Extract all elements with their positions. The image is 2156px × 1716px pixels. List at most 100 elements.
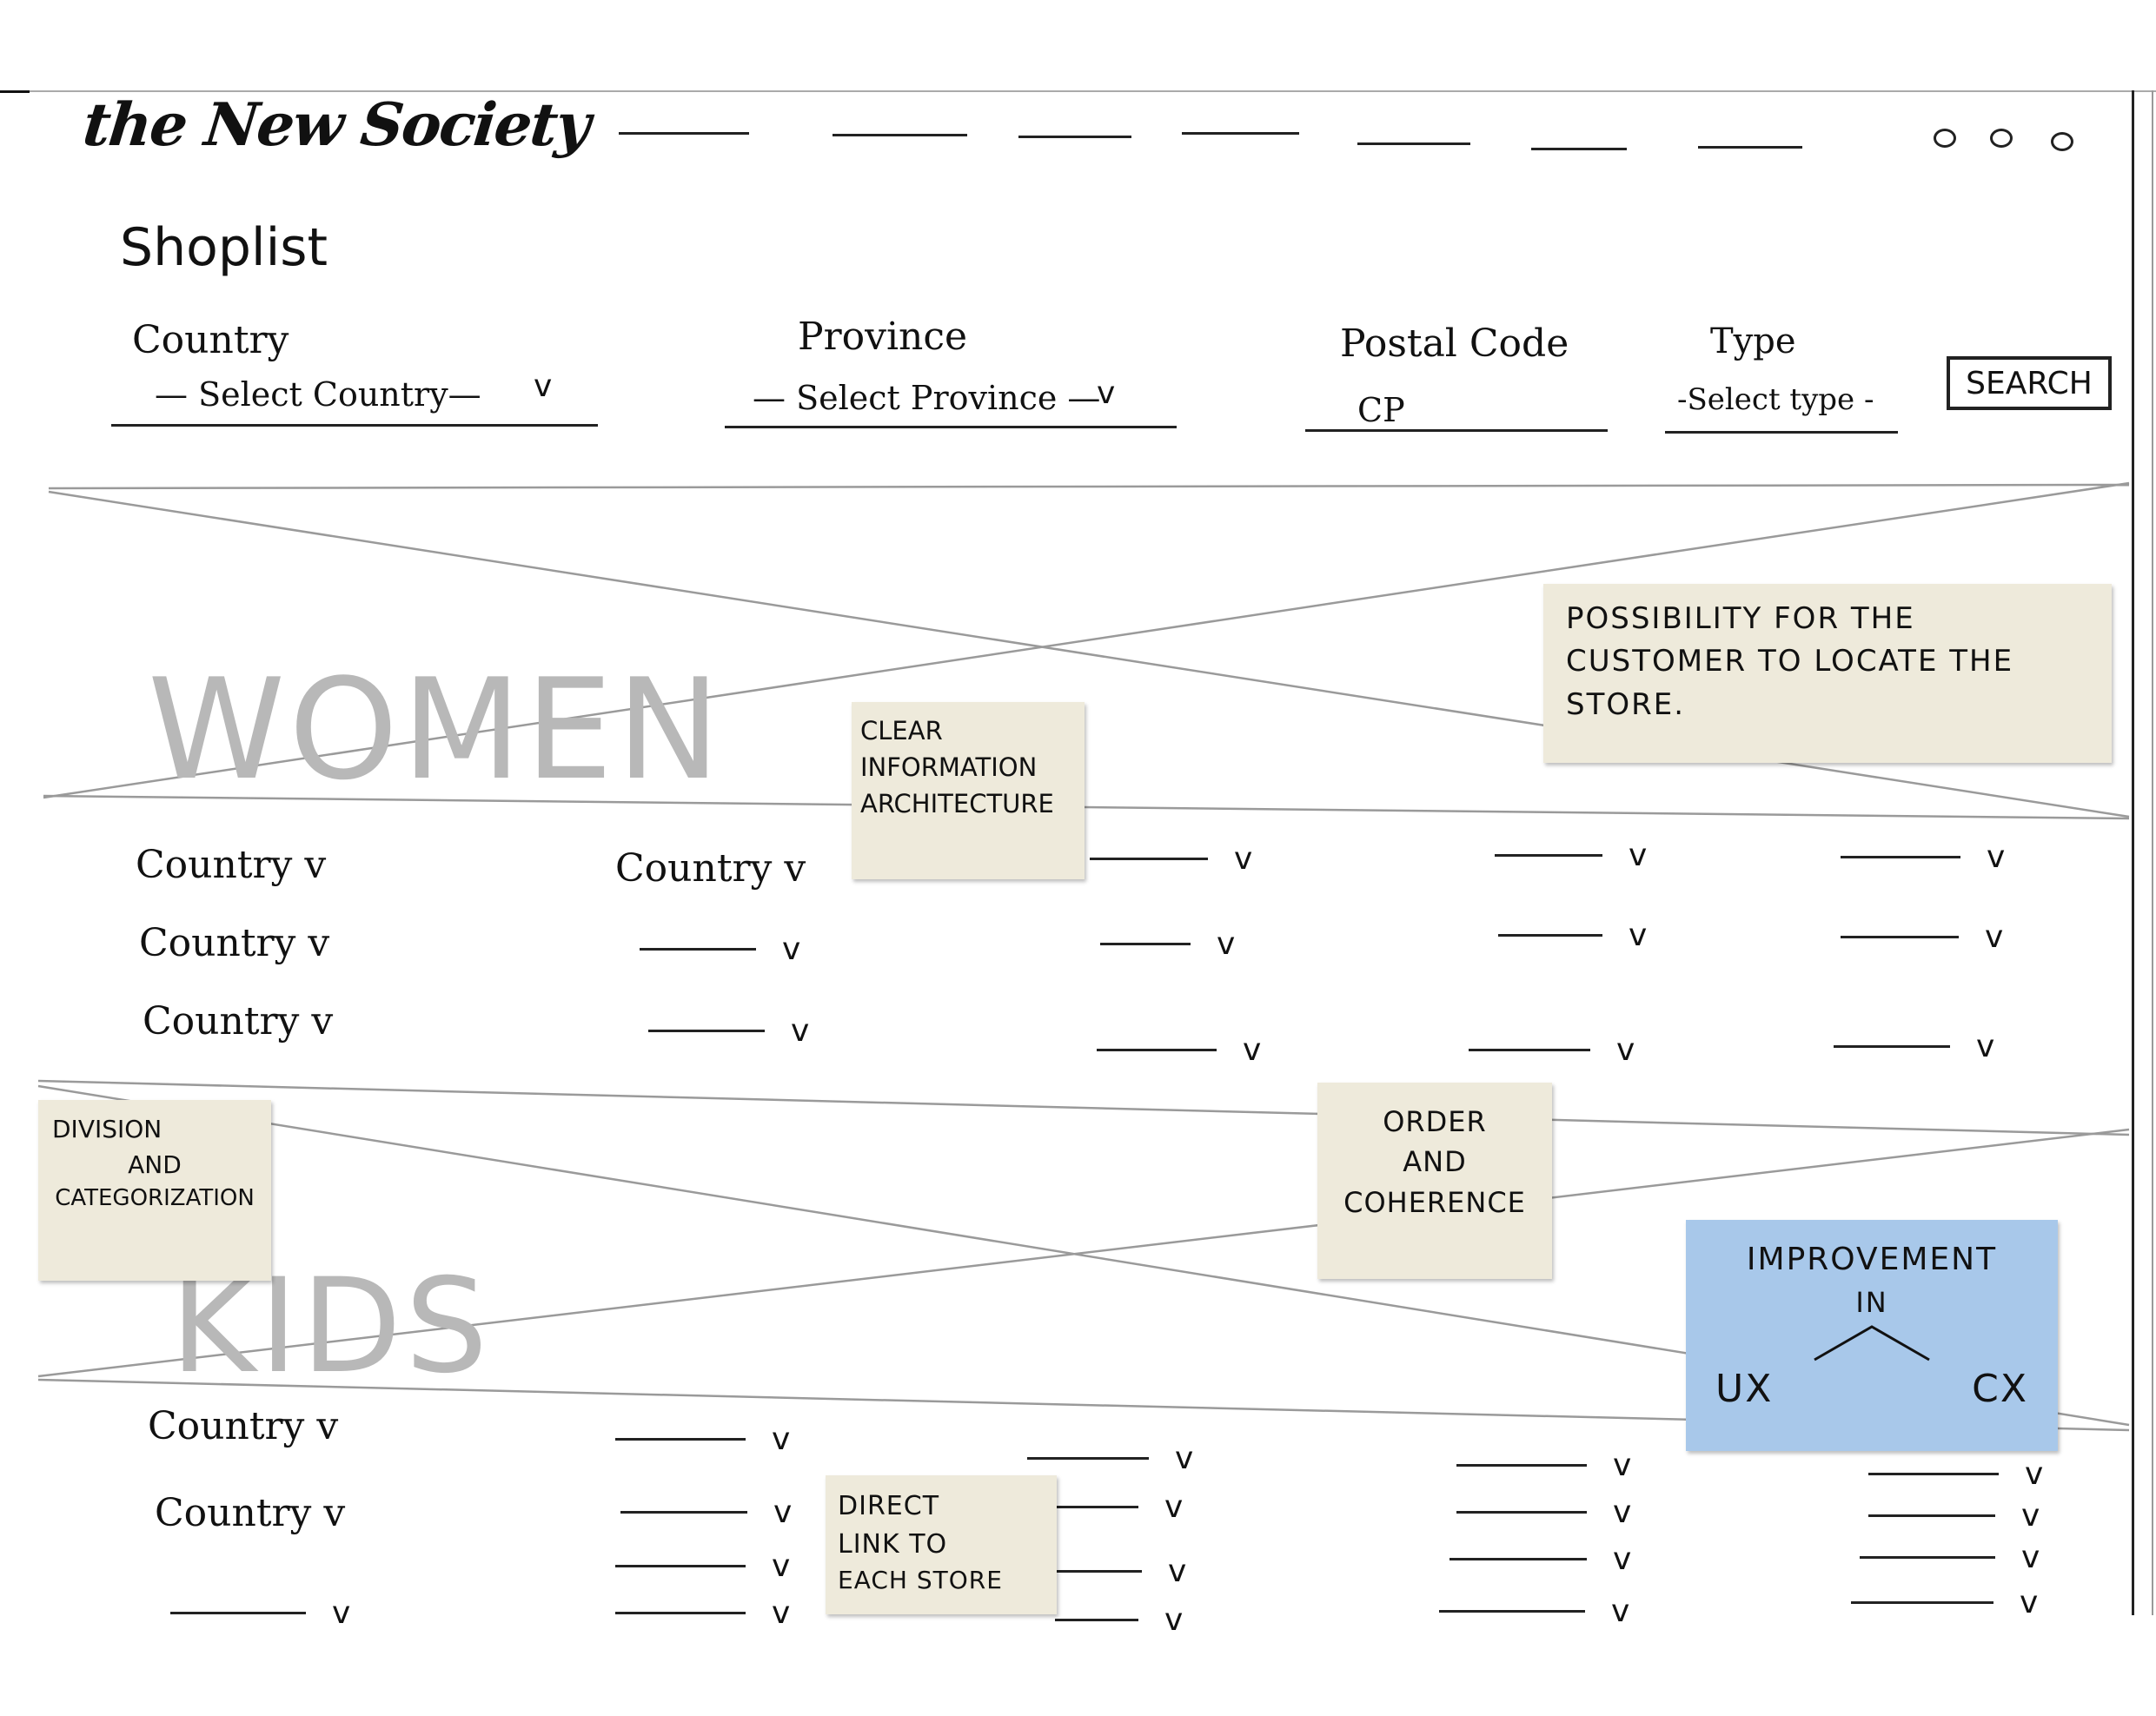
tree-branch-icon — [1814, 1324, 1930, 1361]
search-button[interactable]: SEARCH — [1947, 356, 2112, 410]
women-list-item[interactable]: v — [1834, 1029, 1994, 1064]
chevron-down-icon[interactable]: v — [772, 1595, 791, 1631]
chevron-down-icon[interactable]: v — [1613, 1448, 1632, 1483]
kids-list-item[interactable]: v — [615, 1548, 790, 1584]
women-banner-top-edge — [48, 483, 2130, 490]
note-division-categorization: DIVISION AND CATEGORIZATION — [38, 1100, 271, 1281]
women-link-4[interactable]: Country — [615, 846, 773, 891]
header-dot-icon-3[interactable] — [2051, 132, 2073, 151]
kids-list-item[interactable]: v — [615, 1595, 790, 1631]
country-select-value[interactable]: — Select Country— — [155, 375, 481, 414]
kids-list-item[interactable]: v — [620, 1494, 792, 1530]
chevron-down-icon[interactable]: v — [1629, 918, 1648, 953]
kids-list-item[interactable]: v — [1055, 1489, 1183, 1525]
women-link-3[interactable]: Country — [143, 999, 300, 1044]
kids-list-item[interactable]: v — [1860, 1540, 2040, 1575]
chevron-down-icon[interactable]: v — [1629, 838, 1648, 873]
province-chevron-down-icon[interactable]: v — [1097, 375, 1116, 411]
chevron-down-icon[interactable]: v — [1243, 1032, 1262, 1068]
type-select-underline[interactable] — [1665, 431, 1898, 434]
kids-link-2[interactable]: Country — [155, 1491, 312, 1535]
kids-list-item[interactable]: v — [1055, 1602, 1183, 1638]
nav-item-2[interactable] — [833, 134, 967, 136]
kids-list-item[interactable]: v — [1449, 1541, 1631, 1577]
women-list-item[interactable]: v — [1100, 926, 1235, 962]
chevron-down-icon[interactable]: v — [1987, 839, 2006, 875]
chevron-down-icon[interactable]: v — [1164, 1489, 1184, 1525]
chevron-down-icon[interactable]: v — [1175, 1441, 1194, 1476]
postal-code-underline[interactable] — [1305, 429, 1608, 432]
note-direct-line-1: DIRECT — [838, 1491, 940, 1521]
chevron-down-icon[interactable]: v — [773, 1494, 793, 1530]
chevron-down-icon[interactable]: v — [784, 846, 806, 891]
women-list-item[interactable]: v — [648, 1013, 809, 1049]
type-select-value[interactable]: -Select type - — [1677, 382, 1874, 417]
note-ux-label: UX — [1715, 1366, 1774, 1411]
chevron-down-icon[interactable]: v — [1168, 1554, 1187, 1589]
kids-list-item[interactable]: v — [615, 1421, 790, 1457]
chevron-down-icon[interactable]: v — [782, 931, 801, 967]
women-link-1[interactable]: Country — [136, 843, 293, 887]
province-select-value[interactable]: — Select Province — — [753, 379, 1101, 417]
page-title: Shoplist — [120, 217, 328, 278]
kids-list-item[interactable]: v — [1456, 1448, 1631, 1483]
kids-list-item[interactable]: v — [170, 1595, 350, 1631]
chevron-down-icon[interactable]: v — [311, 999, 334, 1044]
women-list-item[interactable]: v — [1097, 1032, 1261, 1068]
chevron-down-icon[interactable]: v — [1164, 1602, 1184, 1638]
note-locate-store-text: POSSIBILITY FOR THE CUSTOMER TO LOCATE T… — [1566, 601, 2014, 722]
chevron-down-icon[interactable]: v — [772, 1421, 791, 1457]
nav-item-3[interactable] — [1018, 136, 1131, 138]
sheet-top-edge — [0, 90, 2156, 92]
chevron-down-icon[interactable]: v — [323, 1491, 346, 1535]
header-dot-icon-2[interactable] — [1990, 129, 2013, 148]
kids-list-item[interactable]: v — [1027, 1441, 1193, 1476]
chevron-down-icon[interactable]: v — [1217, 926, 1236, 962]
nav-item-6[interactable] — [1531, 148, 1627, 150]
province-select-underline[interactable] — [725, 426, 1177, 428]
kids-list-item[interactable]: v — [1851, 1585, 2038, 1620]
kids-list-item[interactable]: v — [1439, 1593, 1629, 1629]
nav-item-4[interactable] — [1182, 132, 1299, 135]
women-banner-diagonal-2 — [43, 481, 2130, 799]
women-list-item[interactable]: v — [1841, 839, 2005, 875]
chevron-down-icon[interactable]: v — [772, 1548, 791, 1584]
women-category-heading[interactable]: WOMEN — [148, 648, 724, 811]
kids-list-item[interactable]: v — [1055, 1554, 1186, 1589]
chevron-down-icon[interactable]: v — [332, 1595, 351, 1631]
chevron-down-icon[interactable]: v — [2021, 1540, 2040, 1575]
chevron-down-icon[interactable]: v — [1976, 1029, 1995, 1064]
header-dot-icon-1[interactable] — [1934, 129, 1956, 148]
chevron-down-icon[interactable]: v — [316, 1404, 339, 1448]
country-chevron-down-icon[interactable]: v — [534, 368, 553, 404]
women-list-item[interactable]: v — [640, 931, 800, 967]
kids-list-item[interactable]: v — [1868, 1456, 2043, 1492]
chevron-down-icon[interactable]: v — [2021, 1498, 2040, 1534]
women-list-item[interactable]: v — [1495, 838, 1647, 873]
chevron-down-icon[interactable]: v — [2020, 1585, 2039, 1620]
women-link-2[interactable]: Country — [139, 921, 296, 965]
women-list-item[interactable]: v — [1090, 841, 1252, 877]
chevron-down-icon[interactable]: v — [1616, 1032, 1635, 1068]
postal-code-input[interactable]: CP — [1357, 391, 1405, 429]
chevron-down-icon[interactable]: v — [2025, 1456, 2044, 1492]
chevron-down-icon[interactable]: v — [304, 843, 327, 887]
chevron-down-icon[interactable]: v — [1611, 1593, 1630, 1629]
chevron-down-icon[interactable]: v — [1613, 1541, 1632, 1577]
women-list-item[interactable]: v — [1498, 918, 1647, 953]
nav-item-5[interactable] — [1357, 142, 1470, 145]
nav-item-7[interactable] — [1698, 146, 1802, 149]
chevron-down-icon[interactable]: v — [1985, 919, 2004, 955]
country-select-underline[interactable] — [111, 424, 598, 427]
note-order-line-1: ORDER — [1383, 1105, 1487, 1138]
chevron-down-icon[interactable]: v — [1613, 1494, 1632, 1530]
chevron-down-icon[interactable]: v — [308, 921, 330, 965]
kids-list-item[interactable]: v — [1868, 1498, 2040, 1534]
women-list-item[interactable]: v — [1469, 1032, 1635, 1068]
chevron-down-icon[interactable]: v — [791, 1013, 810, 1049]
women-list-item[interactable]: v — [1841, 919, 2003, 955]
kids-link-1[interactable]: Country — [148, 1404, 305, 1448]
kids-list-item[interactable]: v — [1456, 1494, 1631, 1530]
chevron-down-icon[interactable]: v — [1234, 841, 1253, 877]
nav-item-1[interactable] — [619, 132, 749, 135]
